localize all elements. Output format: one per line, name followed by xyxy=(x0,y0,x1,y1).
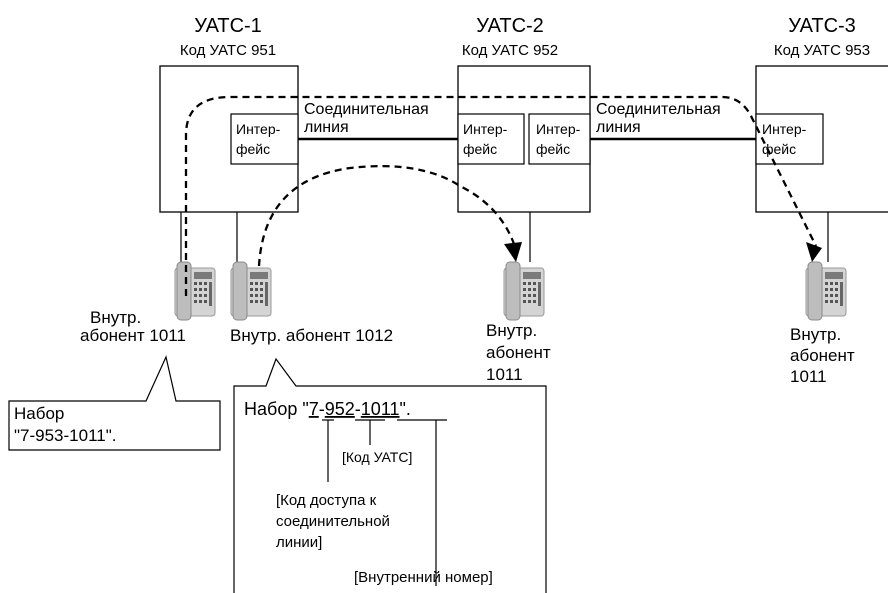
interface-pbx2b-l2: фейс xyxy=(536,141,570,157)
interface-pbx1-l1: Интер- xyxy=(236,121,281,137)
dial-string: Набор "7-952-1011". xyxy=(244,399,411,419)
callout-right xyxy=(233,357,547,593)
arrow-head-icon xyxy=(806,242,822,262)
trunk-1-label-l2: линия xyxy=(304,119,349,136)
pbx-1-code: Код УАТС 951 xyxy=(180,42,276,59)
trunk-2-label-l1: Соединительная xyxy=(596,101,721,118)
pbx-2-code: Код УАТС 952 xyxy=(462,42,558,59)
interface-pbx1 xyxy=(230,113,299,165)
ext3-label-l1: Внутр. xyxy=(486,321,537,340)
interface-pbx2a-l2: фейс xyxy=(463,141,497,157)
label-access-l1: [Код доступа к xyxy=(276,492,377,509)
ext3-label-l2: абонент xyxy=(486,343,551,362)
phone-icon xyxy=(230,261,272,321)
callout-left xyxy=(8,355,221,451)
phone-icon xyxy=(174,261,216,321)
pbx-2-name: УАТС-2 xyxy=(476,15,544,37)
interface-pbx3-l1: Интер- xyxy=(762,121,807,137)
interface-pbx2b-l1: Интер- xyxy=(536,121,581,137)
label-ext-number: [Внутренний номер] xyxy=(354,569,493,586)
ext4-label-l2: абонент xyxy=(790,346,855,365)
callout-left-l2: "7-953-1011". xyxy=(14,426,117,445)
call-path-to-pbx3 xyxy=(184,95,818,296)
arrow-head-icon xyxy=(504,242,522,262)
callout-left-l1: Набор xyxy=(14,404,64,423)
ext2-label: Внутр. абонент 1012 xyxy=(230,326,393,345)
phone-icon xyxy=(805,261,847,321)
ext4-label-l1: Внутр. xyxy=(790,325,841,344)
ext4-label-l3: 1011 xyxy=(790,367,827,386)
call-path-to-pbx2 xyxy=(257,165,516,267)
ext1-label-l2: абонент 1011 xyxy=(80,326,186,345)
label-access-l2: соединительной xyxy=(276,513,390,530)
pbx-3-code: Код УАТС 953 xyxy=(774,42,870,59)
pbx-1-name: УАТС-1 xyxy=(194,15,262,37)
pbx-3-name: УАТС-3 xyxy=(788,15,856,37)
label-pbx-code: [Код УАТС] xyxy=(342,449,412,465)
trunk-2-label-l2: линия xyxy=(596,119,641,136)
interface-pbx1-l2: фейс xyxy=(236,141,270,157)
ext1-label-l1: Внутр. xyxy=(90,308,141,327)
label-access-l3: линии] xyxy=(276,534,322,551)
interface-pbx2a-l1: Интер- xyxy=(463,121,508,137)
trunk-1-label-l1: Соединительная xyxy=(304,101,429,118)
ext3-label-l3: 1011 xyxy=(486,365,523,384)
phone-icon xyxy=(503,261,545,321)
